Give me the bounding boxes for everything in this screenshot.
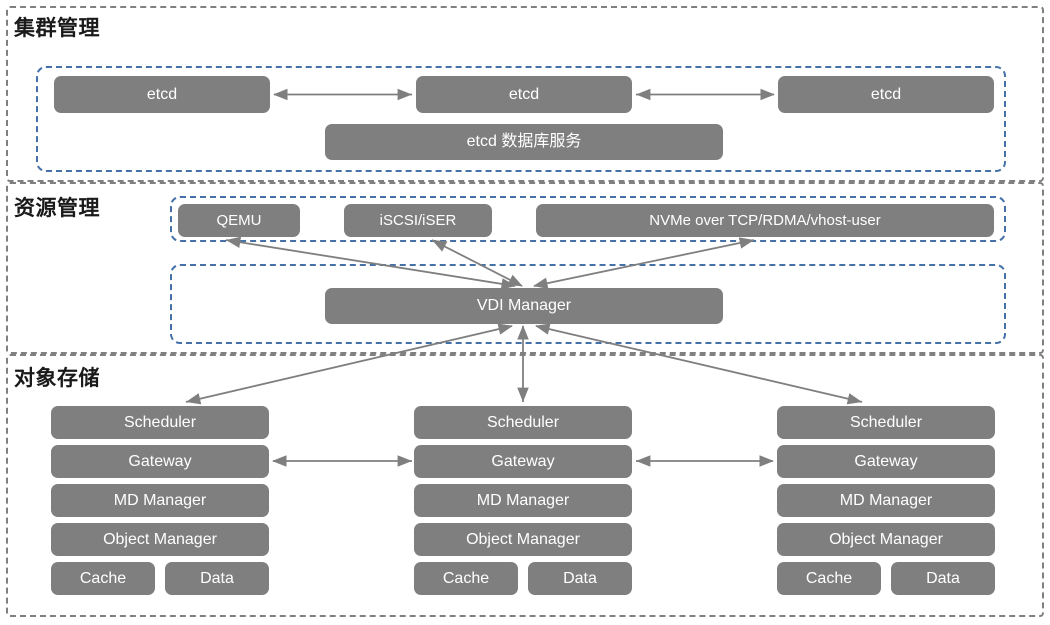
section-cluster-management xyxy=(6,6,1044,182)
node-cache-left[interactable]: Cache xyxy=(51,562,155,595)
storage-node-stack-middle: Scheduler Gateway MD Manager Object Mana… xyxy=(414,406,632,601)
section-title-cluster-management: 集群管理 xyxy=(14,17,100,40)
node-qemu[interactable]: QEMU xyxy=(178,204,300,237)
node-cache-middle[interactable]: Cache xyxy=(414,562,518,595)
node-cache-right[interactable]: Cache xyxy=(777,562,881,595)
node-data-right[interactable]: Data xyxy=(891,562,995,595)
node-etcd-2[interactable]: etcd xyxy=(416,76,632,113)
node-etcd-3[interactable]: etcd xyxy=(778,76,994,113)
node-object-manager-left[interactable]: Object Manager xyxy=(51,523,269,556)
node-md-manager-left[interactable]: MD Manager xyxy=(51,484,269,517)
section-title-object-storage: 对象存储 xyxy=(14,367,100,390)
node-data-middle[interactable]: Data xyxy=(528,562,632,595)
storage-bottom-row-left: Cache Data xyxy=(51,562,269,601)
storage-node-stack-left: Scheduler Gateway MD Manager Object Mana… xyxy=(51,406,269,601)
node-etcd-database-service[interactable]: etcd 数据库服务 xyxy=(325,124,723,160)
node-scheduler-middle[interactable]: Scheduler xyxy=(414,406,632,439)
node-md-manager-right[interactable]: MD Manager xyxy=(777,484,995,517)
node-object-manager-right[interactable]: Object Manager xyxy=(777,523,995,556)
storage-node-stack-right: Scheduler Gateway MD Manager Object Mana… xyxy=(777,406,995,601)
node-scheduler-left[interactable]: Scheduler xyxy=(51,406,269,439)
section-title-resource-management: 资源管理 xyxy=(14,197,100,220)
storage-bottom-row-middle: Cache Data xyxy=(414,562,632,601)
node-gateway-left[interactable]: Gateway xyxy=(51,445,269,478)
node-scheduler-right[interactable]: Scheduler xyxy=(777,406,995,439)
node-data-left[interactable]: Data xyxy=(165,562,269,595)
node-vdi-manager[interactable]: VDI Manager xyxy=(325,288,723,324)
etcd-group-container xyxy=(36,66,1006,172)
node-nvme-over-tcp-rdma-vhost-user[interactable]: NVMe over TCP/RDMA/vhost-user xyxy=(536,204,994,237)
node-gateway-right[interactable]: Gateway xyxy=(777,445,995,478)
node-object-manager-middle[interactable]: Object Manager xyxy=(414,523,632,556)
node-iscsi-iser[interactable]: iSCSI/iSER xyxy=(344,204,492,237)
storage-bottom-row-right: Cache Data xyxy=(777,562,995,601)
node-md-manager-middle[interactable]: MD Manager xyxy=(414,484,632,517)
node-gateway-middle[interactable]: Gateway xyxy=(414,445,632,478)
node-etcd-1[interactable]: etcd xyxy=(54,76,270,113)
